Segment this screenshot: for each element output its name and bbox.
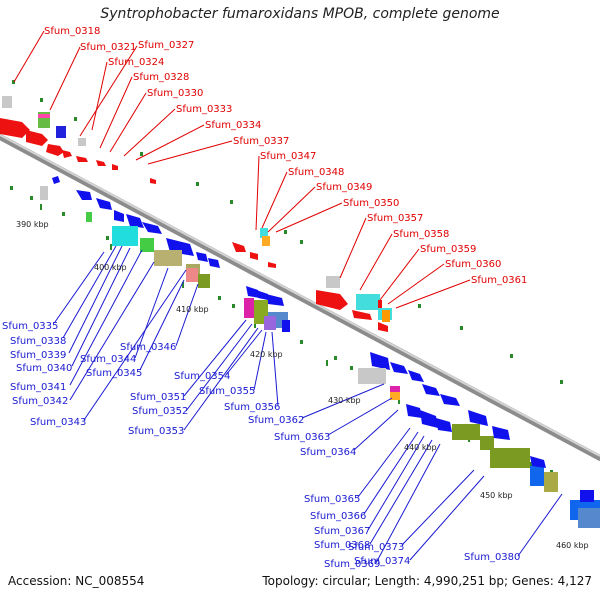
gene-label: Sfum_0380 [464,552,520,563]
kbp-label: 400 kbp [94,263,127,272]
gene-label: Sfum_0359 [420,244,476,255]
kbp-labels: 390 kbp 400 kbp 410 kbp 420 kbp 430 kbp … [16,220,589,550]
gene-label: Sfum_0327 [138,40,194,51]
gene-label: Sfum_0339 [10,350,66,361]
gene-label: Sfum_0356 [224,402,280,413]
gene-label: Sfum_0324 [108,57,164,68]
gene-label: Sfum_0341 [10,382,66,393]
kbp-label: 410 kbp [176,305,209,314]
gene-label: Sfum_0367 [314,526,370,537]
genome-meta-text: Topology: circular; Length: 4,990,251 bp… [262,574,592,588]
gene-label: Sfum_0363 [274,432,330,443]
gene-label: Sfum_0344 [80,354,136,365]
genome-backbone [0,134,600,461]
gene-label: Sfum_0355 [199,386,255,397]
accession-text: Accession: NC_008554 [8,574,145,588]
gene-label: Sfum_0365 [304,494,360,505]
kbp-label: 390 kbp [16,220,49,229]
gene-label: Sfum_0360 [445,259,501,270]
gene-label: Sfum_0362 [248,415,304,426]
gene-label: Sfum_0321 [80,42,136,53]
gene-label: Sfum_0342 [12,396,68,407]
gene-label: Sfum_0338 [10,336,66,347]
gene-label: Sfum_0328 [133,72,189,83]
genome-backbone-highlight [0,134,600,457]
genome-title: Syntrophobacter fumaroxidans MPOB, compl… [100,6,500,22]
bottom-gene-labels: Sfum_0335 Sfum_0338 Sfum_0339 Sfum_0340 … [2,321,520,570]
gene-label: Sfum_0350 [343,198,399,209]
gene-label: Sfum_0349 [316,182,372,193]
gene-label: Sfum_0318 [44,26,100,37]
top-leader-lines [13,30,471,309]
gene-label: Sfum_0346 [120,342,176,353]
top-strand-genes [0,96,392,332]
gene-label: Sfum_0373 [348,542,404,553]
kbp-label: 450 kbp [480,491,513,500]
top-gene-labels: Sfum_0318 Sfum_0321 Sfum_0327 Sfum_0324 … [44,26,527,286]
bottom-strand-genes [40,176,600,528]
gene-label: Sfum_0345 [86,368,142,379]
gene-label: Sfum_0348 [288,167,344,178]
gene-label: Sfum_0347 [260,151,316,162]
gene-label: Sfum_0340 [16,363,72,374]
gene-label: Sfum_0357 [367,213,423,224]
gene-label: Sfum_0334 [205,120,261,131]
gene-label: Sfum_0368 [314,540,370,551]
gene-label: Sfum_0374 [354,556,410,567]
gene-label: Sfum_0369 [324,559,380,570]
gene-label: Sfum_0351 [130,392,186,403]
kbp-label: 420 kbp [250,350,283,359]
gene-label: Sfum_0337 [233,136,289,147]
gene-label: Sfum_0343 [30,417,86,428]
bottom-leader-lines [54,245,563,564]
gene-label: Sfum_0352 [132,406,188,417]
gene-label: Sfum_0353 [128,426,184,437]
gene-label: Sfum_0330 [147,88,203,99]
gene-label: Sfum_0361 [471,275,527,286]
kbp-label: 460 kbp [556,541,589,550]
gene-label: Sfum_0366 [310,511,366,522]
gene-label: Sfum_0358 [393,229,449,240]
gene-label: Sfum_0335 [2,321,58,332]
gene-label: Sfum_0364 [300,447,356,458]
gene-label: Sfum_0354 [174,371,230,382]
gene-label: Sfum_0333 [176,104,232,115]
kbp-label: 430 kbp [328,396,361,405]
kbp-label: 440 kbp [404,443,437,452]
